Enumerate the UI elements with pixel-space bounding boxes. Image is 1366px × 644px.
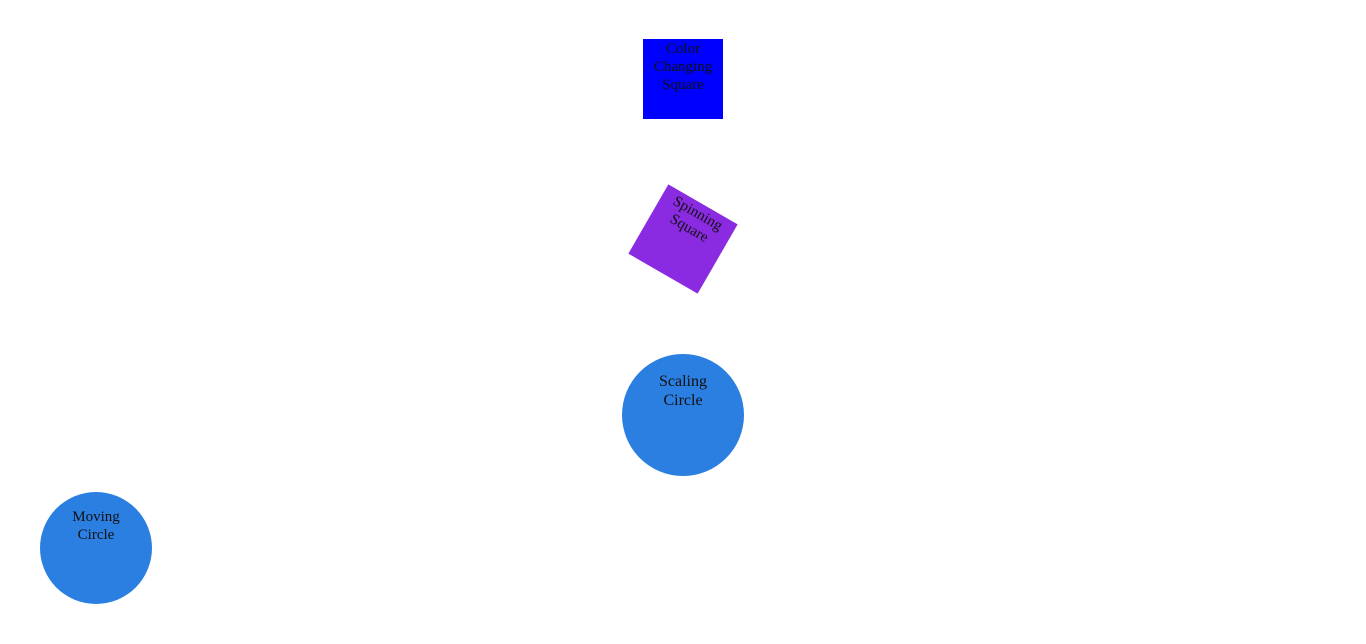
- color-square-label-line-1: Color: [665, 41, 701, 57]
- scaling-circle: Scaling Circle: [622, 354, 744, 476]
- color-changing-square: Color Changing Square: [643, 39, 723, 119]
- scaling-circle-label-line-2: Circle: [663, 392, 703, 409]
- moving-circle-label-line-2: Circle: [77, 527, 115, 543]
- spinning-square: Spinning Square: [628, 184, 738, 294]
- color-square-label-line-3: Square: [662, 77, 704, 93]
- scaling-circle-label-line-1: Scaling: [659, 373, 707, 390]
- color-square-label-line-2: Changing: [653, 59, 713, 75]
- moving-circle: Moving Circle: [40, 492, 152, 604]
- moving-circle-label-line-1: Moving: [72, 509, 120, 525]
